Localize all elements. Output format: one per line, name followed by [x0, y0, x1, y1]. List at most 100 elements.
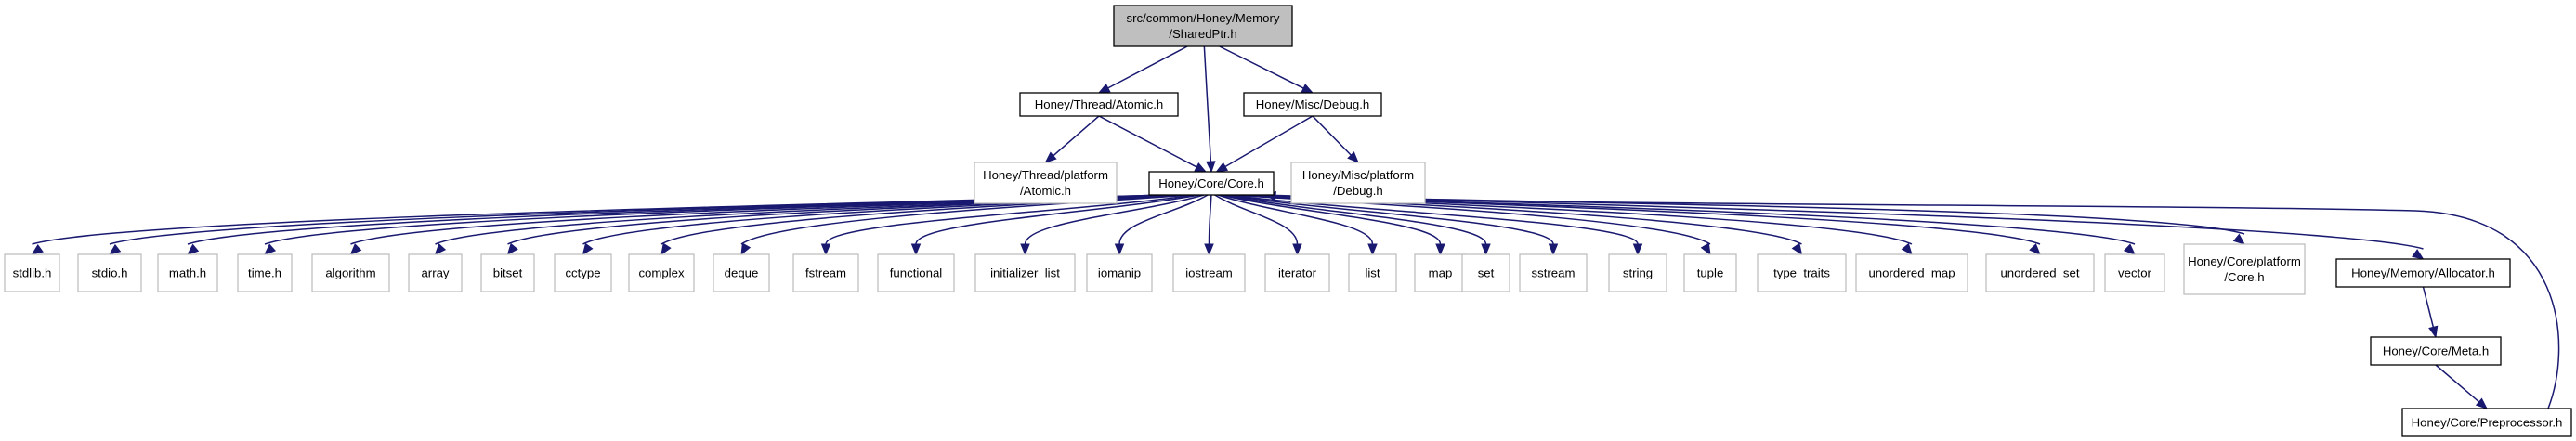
node-box: [1414, 253, 1467, 292]
edge-line: [1203, 45, 1212, 162]
edge-line: [1214, 194, 1299, 245]
edge-arrowhead: [1215, 162, 1229, 173]
edge-arrowhead: [1435, 243, 1445, 256]
edge-line: [1222, 194, 1487, 245]
node-label: algorithm: [325, 266, 375, 280]
node-iostream: iostream: [1172, 253, 1246, 292]
node-label: iostream: [1185, 266, 1233, 280]
node-box: [2183, 243, 2306, 295]
node-preprocessor[interactable]: Honey/Core/Preprocessor.h: [2401, 408, 2572, 437]
node-list: list: [1348, 253, 1397, 292]
node-box: [4, 253, 60, 292]
node-label: unordered_set: [2000, 266, 2079, 280]
node-fstream: fstream: [792, 253, 859, 292]
edge-arrowhead: [108, 243, 122, 255]
node-label: Honey/Misc/platform: [1302, 168, 1414, 182]
node-label: /SharedPtr.h: [1169, 27, 1236, 41]
node-box: [2335, 258, 2511, 288]
node-box: [1290, 162, 1426, 204]
edge-arrowhead: [506, 242, 518, 256]
edge-root-to-debug: [1219, 45, 1314, 94]
node-cctype: cctype: [554, 253, 612, 292]
node-box: [2401, 408, 2572, 437]
node-root[interactable]: src/common/Honey/Memory/SharedPtr.h: [1113, 5, 1293, 47]
node-atomic-platform: Honey/Thread/platform/Atomic.h: [974, 162, 1118, 204]
edge-arrowhead: [740, 242, 752, 256]
node-box: [792, 253, 859, 292]
edge-arrowhead: [349, 243, 362, 255]
node-set: set: [1461, 253, 1510, 292]
edge-allocator-to-meta: [2422, 286, 2439, 339]
edge-core-to-tuple: [1231, 194, 1711, 256]
node-box: [1264, 253, 1330, 292]
node-box: [1608, 253, 1667, 292]
node-functional: functional: [877, 253, 955, 292]
node-label: type_traits: [1773, 266, 1830, 280]
node-core[interactable]: Honey/Core/Core.h: [1148, 171, 1275, 196]
edge-arrowhead: [820, 243, 831, 256]
node-label: stdlib.h: [13, 266, 52, 280]
edge-arrowhead: [1044, 151, 1057, 163]
node-label: Honey/Thread/Atomic.h: [1035, 97, 1164, 111]
edge-arrowhead: [1791, 242, 1803, 256]
node-label: initializer_list: [990, 266, 1060, 280]
node-label: Honey/Memory/Allocator.h: [2351, 266, 2495, 280]
edge-line: [1219, 45, 1304, 89]
node-label: iomanip: [1098, 266, 1141, 280]
edge-arrowhead: [434, 242, 447, 255]
node-box: [877, 253, 955, 292]
edge-arrowhead: [1632, 243, 1643, 256]
edge-arrowhead: [1194, 162, 1208, 173]
node-box: [554, 253, 612, 292]
node-iomanip: iomanip: [1086, 253, 1153, 292]
node-allocator[interactable]: Honey/Memory/Allocator.h: [2335, 258, 2511, 288]
edge-core-to-initializer-list: [1020, 194, 1205, 256]
node-label: math.h: [169, 266, 206, 280]
node-label: array: [421, 266, 449, 280]
edge-line: [915, 194, 1200, 245]
node-label: /Debug.h: [1333, 184, 1383, 198]
node-complex: complex: [628, 253, 695, 292]
edge-arrowhead: [2475, 397, 2489, 409]
edge-line: [1312, 115, 1352, 156]
node-label: Honey/Core/platform: [2188, 254, 2301, 268]
node-label: iterator: [1278, 266, 1317, 280]
node-meta[interactable]: Honey/Core/Meta.h: [2370, 336, 2502, 366]
edge-arrowhead: [1020, 243, 1030, 256]
node-box: [2104, 253, 2165, 292]
node-deque: deque: [713, 253, 770, 292]
edge-meta-to-preprocessor: [2435, 364, 2489, 409]
edge-arrowhead: [1114, 243, 1125, 256]
edge-atomic-to-atomic-platform: [1044, 115, 1100, 163]
edge-arrowhead: [1301, 84, 1314, 94]
nodes-layer: src/common/Honey/Memory/SharedPtr.hHoney…: [4, 5, 2572, 437]
edge-line: [2435, 364, 2480, 403]
node-label: Honey/Core/Meta.h: [2383, 344, 2489, 358]
node-box: [408, 253, 463, 292]
node-time: time.h: [237, 253, 293, 292]
edge-core-to-list: [1217, 194, 1378, 256]
node-type-traits: type_traits: [1757, 253, 1847, 292]
edge-debug-to-core: [1215, 115, 1314, 173]
edge-line: [1217, 194, 1374, 245]
node-atomic[interactable]: Honey/Thread/Atomic.h: [1019, 92, 1179, 117]
edge-line: [1231, 194, 1711, 245]
node-label: Honey/Thread/platform: [983, 168, 1108, 182]
node-box: [1348, 253, 1397, 292]
node-box: [713, 253, 770, 292]
edge-arrowhead: [1206, 161, 1216, 174]
node-stdlib: stdlib.h: [4, 253, 60, 292]
node-label: src/common/Honey/Memory: [1127, 11, 1280, 25]
node-debug[interactable]: Honey/Misc/Debug.h: [1243, 92, 1382, 117]
edge-arrowhead: [1292, 243, 1302, 256]
node-bitset: bitset: [480, 253, 535, 292]
node-label: string: [1623, 266, 1653, 280]
node-algorithm: algorithm: [311, 253, 390, 292]
node-label: cctype: [565, 266, 600, 280]
edge-line: [1107, 45, 1188, 89]
node-label: stdio.h: [92, 266, 128, 280]
node-box: [2370, 336, 2502, 366]
edge-arrowhead: [1097, 84, 1111, 94]
edge-line: [1220, 194, 1442, 245]
